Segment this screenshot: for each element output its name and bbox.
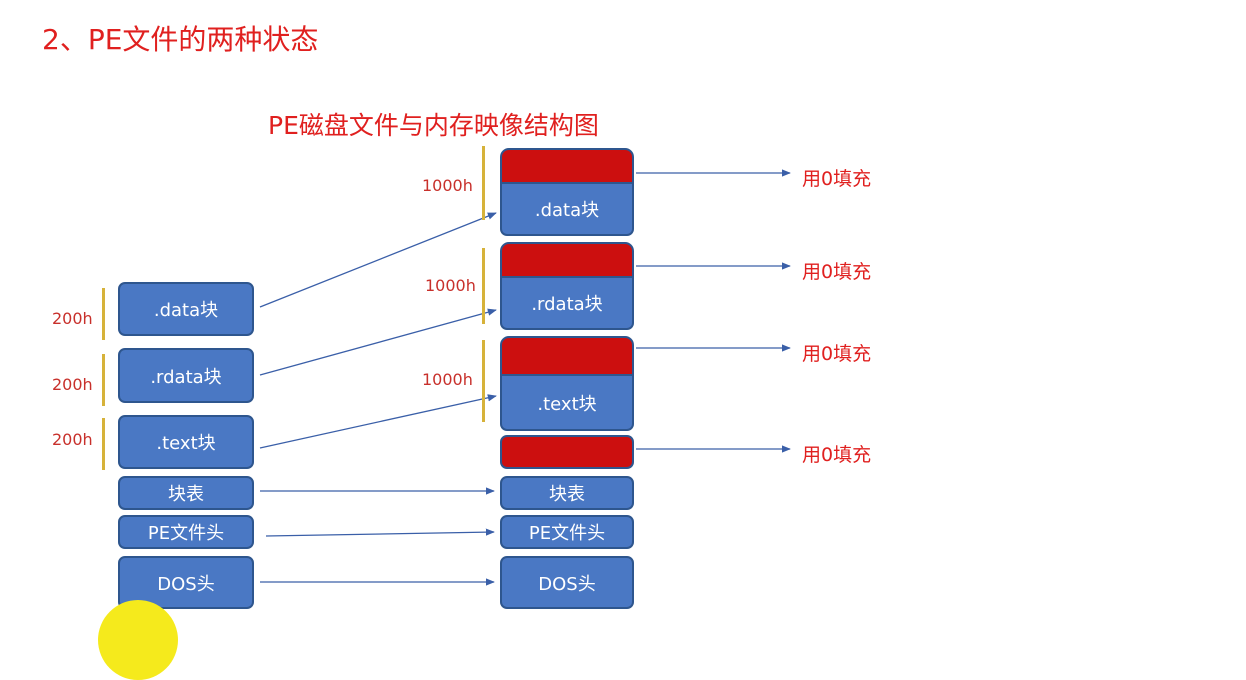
- disk-rdata-block: .rdata块: [118, 348, 254, 403]
- memory-text-block: .text块: [500, 374, 634, 431]
- memory-data-brace: [482, 146, 485, 220]
- memory-rdata-padding: [500, 242, 634, 280]
- memory-pe-header: PE文件头: [500, 515, 634, 549]
- memory-data-padding: [500, 148, 634, 186]
- memory-dos-header: DOS头: [500, 556, 634, 609]
- memory-text-padding: [500, 336, 634, 378]
- disk-data-block: .data块: [118, 282, 254, 336]
- disk-pe-header: PE文件头: [118, 515, 254, 549]
- memory-data-size: 1000h: [422, 176, 473, 195]
- page-title: 2、PE文件的两种状态: [42, 23, 319, 56]
- arrow-rdata-map: [259, 308, 497, 376]
- arrow-pe-header-map: [265, 528, 495, 537]
- memory-data-block: .data块: [500, 182, 634, 236]
- cursor-highlight: [98, 600, 178, 680]
- memory-rdata-block: .rdata块: [500, 276, 634, 330]
- arrow-text-map: [259, 394, 497, 449]
- memory-text-brace: [482, 340, 485, 422]
- disk-text-brace: [102, 418, 105, 470]
- memory-header-padding: [500, 435, 634, 469]
- memory-section-table: 块表: [500, 476, 634, 510]
- fill-label-3: 用0填充: [802, 343, 872, 365]
- fill-label-1: 用0填充: [802, 168, 872, 190]
- arrow-data-map: [259, 212, 497, 308]
- memory-text-size: 1000h: [422, 370, 473, 389]
- diagram-title: PE磁盘文件与内存映像结构图: [268, 111, 599, 140]
- disk-text-size: 200h: [52, 430, 93, 449]
- disk-text-block: .text块: [118, 415, 254, 469]
- fill-label-2: 用0填充: [802, 261, 872, 283]
- disk-rdata-size: 200h: [52, 375, 93, 394]
- disk-data-brace: [102, 288, 105, 340]
- memory-rdata-brace: [482, 248, 485, 324]
- disk-data-size: 200h: [52, 309, 93, 328]
- disk-section-table: 块表: [118, 476, 254, 510]
- memory-rdata-size: 1000h: [425, 276, 476, 295]
- disk-rdata-brace: [102, 354, 105, 406]
- fill-label-4: 用0填充: [802, 444, 872, 466]
- arrows-layer: [259, 169, 791, 586]
